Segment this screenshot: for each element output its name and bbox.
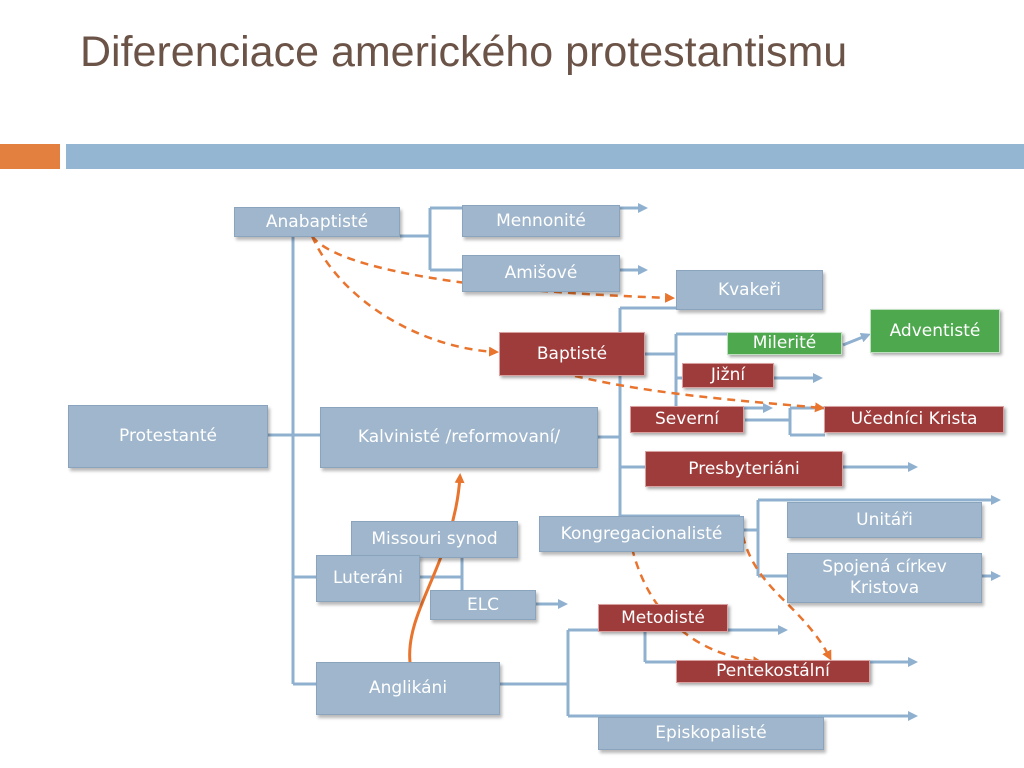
node-missouri-label: Missouri synod <box>371 529 498 549</box>
node-kongregacionaliste-label: Kongregacionalisté <box>560 523 723 544</box>
node-adventiste: Adventisté <box>870 309 1000 353</box>
node-mennonite: Mennonité <box>462 205 620 237</box>
node-amisove: Amišové <box>462 255 620 292</box>
node-luterani-label: Luteráni <box>333 568 403 588</box>
node-spojena: Spojená církev Kristova <box>787 553 982 603</box>
node-mennonite-label: Mennonité <box>496 210 586 231</box>
node-anabaptiste-label: Anabaptisté <box>265 211 369 232</box>
node-kvakeri: Kvakeři <box>676 270 823 310</box>
node-milerite: Milerité <box>727 332 842 355</box>
node-elc: ELC <box>430 590 536 620</box>
node-missouri: Missouri synod <box>351 521 518 558</box>
node-ucednici: Učedníci Krista <box>824 406 1004 433</box>
node-anglikani-label: Anglikáni <box>368 678 448 698</box>
node-pentekostalni: Pentekostální <box>676 660 870 683</box>
node-elc-label: ELC <box>466 594 500 615</box>
node-jizni: Jižní <box>682 363 774 388</box>
node-severni: Severní <box>630 406 744 433</box>
node-ucednici-label: Učedníci Krista <box>850 409 978 429</box>
node-luterani: Luteráni <box>316 555 420 602</box>
node-metodiste: Metodisté <box>598 604 728 632</box>
node-pentekostalni-label: Pentekostální <box>716 661 830 681</box>
node-spojena-label: Spojená církev Kristova <box>822 557 947 598</box>
node-kongregacionaliste: Kongregacionalisté <box>539 516 744 552</box>
node-baptiste-label: Baptisté <box>536 343 608 364</box>
node-anglikani: Anglikáni <box>316 662 500 715</box>
node-metodiste-label: Metodisté <box>621 607 705 628</box>
node-amisove-label: Amišové <box>504 263 578 283</box>
node-milerite-label: Milerité <box>752 333 817 353</box>
accent-bar-blue <box>66 144 1024 169</box>
node-presbyteriani-label: Presbyteriáni <box>688 458 800 479</box>
node-presbyteriani: Presbyteriáni <box>645 451 843 487</box>
node-anabaptiste: Anabaptisté <box>234 207 400 237</box>
node-kvakeri-label: Kvakeři <box>717 279 782 300</box>
node-protestante-label: Protestanté <box>119 426 217 446</box>
slide-title: Diferenciace amerického protestantismu <box>80 28 848 76</box>
node-episkopaliste-label: Episkopalisté <box>655 723 767 743</box>
node-protestante: Protestanté <box>68 405 268 468</box>
accent-bar-orange <box>0 144 60 169</box>
node-kalviniste: Kalvinisté /reformovaní/ <box>320 407 598 468</box>
node-kalviniste-label: Kalvinisté /reformovaní/ <box>357 427 561 447</box>
node-severni-label: Severní <box>655 409 719 429</box>
node-jizni-label: Jižní <box>710 365 746 385</box>
node-episkopaliste: Episkopalisté <box>598 717 824 750</box>
node-unitari-label: Unitáři <box>856 509 913 530</box>
node-unitari: Unitáři <box>787 502 982 538</box>
node-baptiste: Baptisté <box>499 332 645 376</box>
node-adventiste-label: Adventisté <box>889 320 981 341</box>
